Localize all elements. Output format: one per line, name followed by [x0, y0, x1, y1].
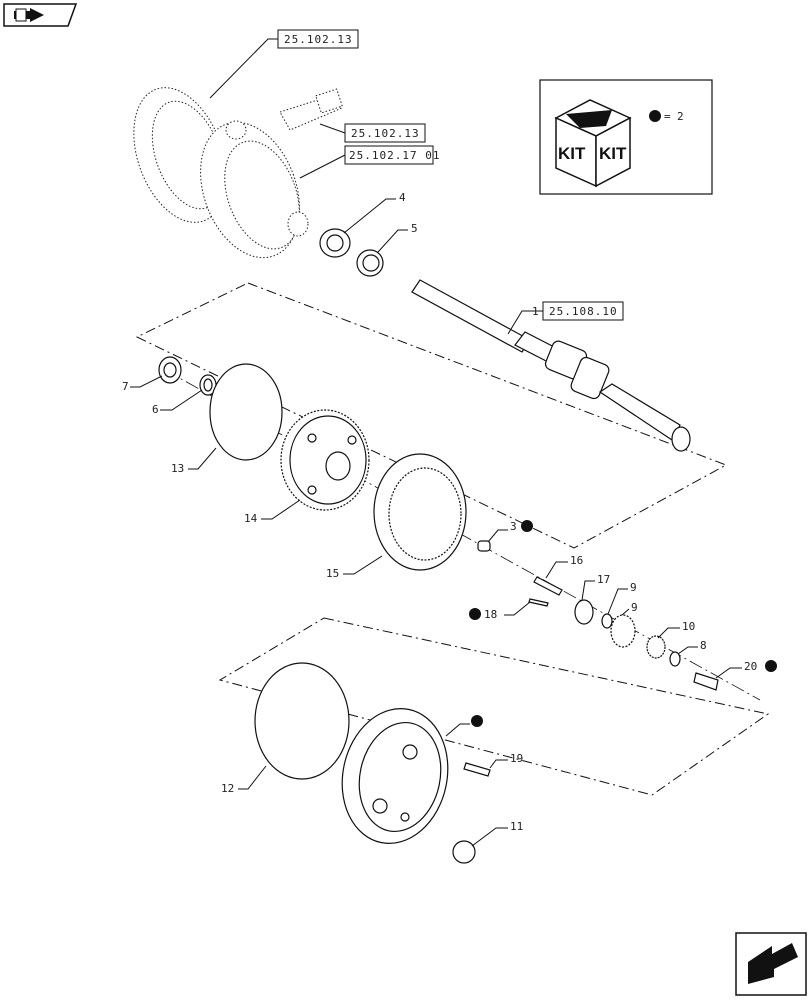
callout-1: 1 [532, 305, 539, 318]
callout-18: 18 [484, 608, 497, 621]
washer-part-17 [574, 599, 594, 625]
ref-mid-text: 25.102.13 [351, 127, 420, 140]
snap-ring-part-6 [199, 374, 217, 396]
upper-assembly-plane [135, 282, 728, 549]
washer-part-8 [669, 651, 681, 667]
callout-14: 14 [244, 512, 258, 525]
gear-part-9b [610, 614, 636, 648]
kit-marker-3 [521, 520, 533, 532]
callout-9a: 9 [630, 581, 637, 594]
pin-part-20 [693, 672, 719, 691]
ring-gear-part-15 [373, 453, 467, 571]
ref-box-top[interactable]: 25.102.13 [277, 29, 359, 49]
callout-13: 13 [171, 462, 184, 475]
callout-19: 19 [510, 752, 523, 765]
callout-5: 5 [411, 222, 418, 235]
book-arrow-icon[interactable] [3, 3, 78, 27]
callout-8: 8 [700, 639, 707, 652]
washer-part-9a [601, 613, 613, 629]
bolt-part-19 [463, 762, 491, 777]
lower-assembly-plane [218, 617, 770, 796]
bearing-part-7 [158, 356, 182, 384]
bolt-part-16 [533, 576, 563, 596]
callout-7: 7 [122, 380, 129, 393]
kit-label-right: KIT [599, 144, 627, 163]
next-page-arrow-icon[interactable] [735, 932, 807, 996]
callout-4: 4 [399, 191, 406, 204]
callout-17: 17 [597, 573, 610, 586]
callout-20: 20 [744, 660, 757, 673]
ring-part-5 [356, 249, 384, 277]
kit-marker-cover [471, 715, 483, 727]
callout-3: 3 [510, 520, 517, 533]
callout-12: 12 [221, 782, 234, 795]
ref-box-housing[interactable]: 25.102.17 01 [344, 145, 440, 165]
kit-marker-18 [469, 608, 481, 620]
kit-label-left: KIT [558, 144, 586, 163]
gear-part-14 [280, 409, 370, 511]
kit-icon: KIT KIT [554, 99, 632, 188]
o-ring-part-13 [209, 363, 283, 461]
callout-9b: 9 [631, 601, 638, 614]
callout-15: 15 [326, 567, 339, 580]
callout-10: 10 [682, 620, 695, 633]
kit-marker-20 [765, 660, 777, 672]
kit-box: KIT KIT = 2 [539, 79, 713, 195]
differential-assembly [133, 87, 343, 259]
o-ring-part-12 [254, 662, 350, 780]
callout-16: 16 [570, 554, 583, 567]
kit-equals: = [664, 110, 671, 123]
callout-6: 6 [152, 403, 159, 416]
bearing-part-4 [319, 228, 351, 258]
cover-plate [341, 708, 449, 844]
ref-shaft-text: 25.108.10 [549, 305, 618, 318]
kit-marker-dot [649, 110, 661, 122]
pin-part-18 [528, 598, 549, 607]
callout-11: 11 [510, 820, 523, 833]
plug-part-11 [452, 840, 476, 864]
ref-box-shaft[interactable]: 25.108.10 [542, 301, 624, 321]
roller-part-10 [646, 635, 666, 659]
ref-box-mid[interactable]: 25.102.13 [344, 123, 426, 143]
ref-top-text: 25.102.13 [284, 33, 353, 46]
pin-part-3 [477, 540, 491, 552]
kit-count: 2 [677, 110, 684, 123]
axle-shaft-part-1 [411, 279, 691, 452]
ref-housing-text: 25.102.17 01 [349, 149, 440, 162]
